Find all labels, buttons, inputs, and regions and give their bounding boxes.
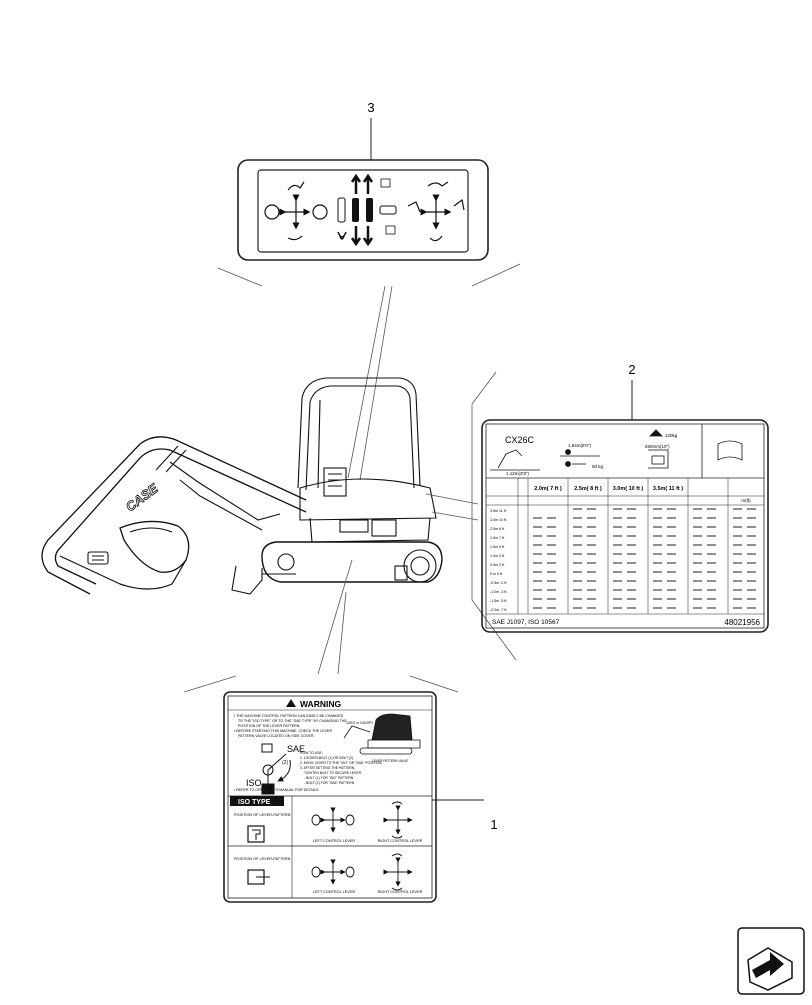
load-height-label: 3.0m 10 ft. (490, 518, 507, 522)
how-to-line: 3. AFTER SETTING THE PATTERN, (300, 766, 355, 770)
load-col-4: 3.5m( 11 ft ) (653, 486, 683, 492)
lever-selector-icon (261, 743, 291, 795)
sae-label: SAE (287, 744, 305, 754)
load-height-label: 0 m 0 ft. (490, 572, 503, 576)
callout-1-label: 1 (490, 817, 497, 832)
right-lever-cross-icon (407, 181, 465, 242)
load-height-label: -2.0m -7 ft. (490, 608, 507, 612)
iso-label: ISO (246, 778, 262, 788)
warning-line: • BEFORE STARTING THIS MACHINE, CHECK TH… (234, 729, 332, 733)
load-chart-part-number: 48021956 (724, 618, 760, 627)
load-chart-capacity: 120kg (665, 433, 678, 438)
load-height-label: 2.0m 7 ft. (490, 536, 505, 540)
load-chart-dim-3: 260mm(10") (645, 444, 670, 449)
right-control-lever-label-1: RIGHT CONTROL LEVER (378, 839, 423, 843)
left-control-lever-label-1: LEFT CONTROL LEVER (313, 839, 355, 843)
how-to-line: - BOLT (2) FOR "SAE" PATTERN (304, 781, 355, 785)
load-col-1: 2.0m( 7 ft ) (534, 486, 562, 492)
how-to-line: HOW TO USE: (300, 751, 323, 755)
warning-text: • THE MACHINE CONTROL PATTERN CAN EASILY… (234, 714, 347, 738)
load-col-max: m(ft) (741, 498, 751, 503)
warning-title: WARNING (300, 699, 341, 709)
next-page-arrow-icon[interactable] (737, 927, 805, 995)
bolt-1-label: (1) (266, 786, 272, 792)
load-col-2: 2.5m( 8 ft ) (574, 486, 602, 492)
left-lever-pattern-icon (311, 807, 355, 833)
right-lever-pattern-icon (383, 801, 413, 839)
travel-pedals-icon (337, 173, 397, 247)
how-to-line: - BOLT (1) FOR "ISO" PATTERN (304, 776, 354, 780)
left-control-lever-label-2: LEFT CONTROL LEVER (313, 890, 355, 894)
boom-brand-logo: CASE (123, 480, 161, 514)
excavator-illustration (41, 377, 443, 595)
load-height-label: -0.5m -2 ft. (490, 581, 507, 585)
load-chart-standard: SAE J1097, ISO 10567 (492, 619, 560, 626)
position-lever-pattern-2: POSITION OF LEVER-PATTERN (234, 857, 291, 861)
left-lever-pattern-icon (311, 859, 355, 885)
how-to-line: 2. MOVE LEVER TO THE "ISO" OR "SAE" POSI… (300, 761, 383, 765)
load-height-label: 0.5m 2 ft. (490, 563, 505, 567)
how-to-line: TIGHTEN BOLT TO SECURE LEVER. (304, 771, 362, 775)
decal-3-leader-lines (217, 263, 521, 481)
right-control-lever-label-2: RIGHT CONTROL LEVER (378, 890, 423, 894)
callout-2-label: 2 (628, 362, 635, 377)
load-chart-dim-1: 1,84m(6'0") (568, 443, 591, 448)
warning-how-to: HOW TO USE: 1. LOOSEN BOLT (1) OR BOLT (… (300, 751, 383, 785)
load-chart-model: CX26C (505, 435, 535, 445)
load-height-label: 1.5m 5 ft. (490, 545, 505, 549)
right-lever-pattern-icon (383, 853, 413, 891)
load-diagram-icon (490, 429, 743, 471)
position-lever-pattern-1: POSITION OF LEVER-PATTERN (234, 813, 291, 817)
iso-type-label: ISO TYPE (238, 799, 271, 806)
decal-1-leader-lines (183, 559, 459, 693)
pattern-valve-note: LEVER PATTERN VALVE (372, 759, 408, 763)
callout-3-label: 3 (367, 100, 374, 115)
bolt-2-label: (2) (282, 760, 288, 766)
decal-3-control-pattern (237, 159, 489, 261)
warning-line: TO THE "ISO TYPE" OR TO THE "SAE TYPE" B… (238, 719, 347, 723)
load-chart-bucket-weight: 50 kg (592, 464, 604, 469)
warning-line: PATTERN VALVE LOCATED ON SIDE COVER. (238, 734, 315, 738)
load-col-3: 3.0m( 10 ft ) (613, 486, 644, 492)
mini-excavator-icon (343, 713, 421, 755)
decal-2-leader-lines (425, 371, 517, 661)
cab-note: CAB'S or CANOPY (346, 721, 374, 725)
load-height-label: -1.5m -5 ft. (490, 599, 507, 603)
warning-line: POSITION OF THE LEVER PATTERN. (238, 724, 300, 728)
decal-2-load-chart: CX26C 120kg 1,84m(6'0") 1,12m(3'8") 260m… (481, 419, 769, 633)
load-value-cells (533, 508, 756, 609)
warning-line: • THE MACHINE CONTROL PATTERN CAN EASILY… (234, 714, 344, 718)
load-chart-dim-2: 1,12m(3'8") (506, 471, 529, 476)
load-height-label: 1.0m 3 ft. (490, 554, 505, 558)
load-height-label: -1.0m -3 ft. (490, 590, 507, 594)
decal-1-warning: WARNING • THE MACHINE CONTROL PATTERN CA… (223, 691, 437, 903)
load-height-labels: 3.5m 11 ft. 3.0m 10 ft. 2.5m 8 ft. 2.0m … (490, 509, 507, 612)
left-lever-cross-icon (264, 181, 328, 241)
load-height-label: 3.5m 11 ft. (490, 509, 507, 513)
load-height-label: 2.5m 8 ft. (490, 527, 505, 531)
how-to-line: 1. LOOSEN BOLT (1) OR BOLT (2). (300, 756, 354, 760)
warning-refer: • REFER TO OPERATOR'S MANUAL FOR DETAILS… (234, 788, 319, 792)
